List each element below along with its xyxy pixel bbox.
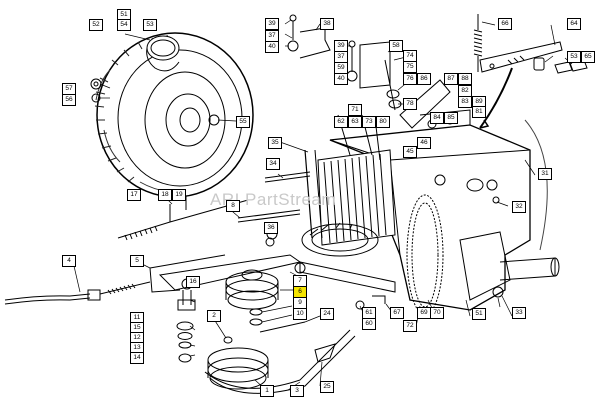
- callout-label[interactable]: 32: [512, 201, 526, 213]
- callout-label[interactable]: 3: [290, 385, 304, 397]
- callout-label[interactable]: 8: [226, 200, 240, 212]
- idler-arm-illustration: [158, 254, 302, 291]
- callout-label[interactable]: 36: [264, 222, 278, 234]
- callout-label[interactable]: 66: [498, 18, 512, 30]
- callout-label[interactable]: 52: [89, 19, 103, 31]
- callout-label[interactable]: 53: [143, 19, 157, 31]
- callout-label[interactable]: 31: [538, 168, 552, 180]
- callout-label[interactable]: 24: [320, 308, 334, 320]
- bracket-38-illustration: [299, 27, 331, 59]
- callout-label[interactable]: 4: [62, 255, 76, 267]
- cable-4-illustration: [4, 293, 91, 301]
- callout-label[interactable]: 85: [444, 112, 458, 124]
- callout-label[interactable]: 45: [403, 146, 417, 158]
- bracket-plate-illustration: [299, 261, 396, 293]
- callout-label[interactable]: 73: [362, 116, 376, 128]
- callout-label[interactable]: 84: [430, 112, 444, 124]
- watermark-text: ARI PartStream: [210, 190, 337, 209]
- callout-label[interactable]: 55: [236, 116, 250, 128]
- callout-label[interactable]: 34: [266, 158, 280, 170]
- callout-label[interactable]: 78: [403, 98, 417, 110]
- spring-5-icon: [107, 283, 136, 295]
- plate-64-illustration: [479, 41, 563, 73]
- callout-label[interactable]: 37: [334, 51, 348, 63]
- callout-label[interactable]: 1: [260, 385, 274, 397]
- callout-label[interactable]: 53: [567, 51, 581, 63]
- callout-label[interactable]: 35: [268, 137, 282, 149]
- callout-label[interactable]: 63: [348, 116, 362, 128]
- callout-label[interactable]: 17: [127, 189, 141, 201]
- idler-pulley-illustration: [225, 269, 279, 310]
- callout-label[interactable]: 25: [320, 381, 334, 393]
- callout-label[interactable]: 67: [390, 307, 404, 319]
- callout-label[interactable]: 76: [403, 73, 417, 85]
- callout-label[interactable]: 87: [444, 73, 458, 85]
- spring-66-icon: [473, 14, 483, 72]
- wheel-tire-illustration: [94, 32, 254, 198]
- callout-label[interactable]: 83: [458, 96, 472, 108]
- callout-label[interactable]: 64: [567, 18, 581, 30]
- callout-label[interactable]: 65: [581, 51, 595, 63]
- callout-label[interactable]: 54: [117, 19, 131, 31]
- callout-label[interactable]: 62: [334, 116, 348, 128]
- callout-label[interactable]: 72: [403, 320, 417, 332]
- callout-label[interactable]: 75: [403, 61, 417, 73]
- callout-label[interactable]: 70: [430, 307, 444, 319]
- callout-label[interactable]: 39: [265, 18, 279, 30]
- callout-label[interactable]: 86: [417, 73, 431, 85]
- drive-chain-illustration: [406, 194, 444, 316]
- callout-label[interactable]: 81: [472, 106, 486, 118]
- callout-label[interactable]: 10: [293, 308, 307, 320]
- callout-label[interactable]: 82: [458, 85, 472, 97]
- fan-pulley-illustration: [301, 223, 379, 257]
- callout-label[interactable]: 60: [362, 318, 376, 330]
- callout-label[interactable]: 16: [186, 276, 200, 288]
- callout-label[interactable]: 40: [334, 73, 348, 85]
- callout-label[interactable]: 69: [417, 307, 431, 319]
- belt-illustration: [204, 329, 351, 389]
- callout-label[interactable]: 58: [389, 40, 403, 52]
- callout-label[interactable]: 33: [512, 307, 526, 319]
- callout-label[interactable]: 19: [172, 189, 186, 201]
- callout-label[interactable]: 80: [376, 116, 390, 128]
- callout-label[interactable]: 5: [130, 255, 144, 267]
- callout-label[interactable]: 2: [207, 310, 221, 322]
- callout-label[interactable]: 40: [265, 41, 279, 53]
- callout-label[interactable]: 14: [130, 352, 144, 364]
- callout-label[interactable]: 56: [62, 94, 76, 106]
- callout-label[interactable]: 7: [293, 275, 307, 287]
- callout-label[interactable]: 38: [320, 18, 334, 30]
- callout-label[interactable]: 46: [417, 137, 431, 149]
- callout-label[interactable]: 71: [348, 104, 362, 116]
- callout-label[interactable]: 88: [458, 73, 472, 85]
- callout-label[interactable]: 18: [158, 189, 172, 201]
- callout-label[interactable]: 51: [472, 308, 486, 320]
- washer-57-icon: [90, 78, 102, 90]
